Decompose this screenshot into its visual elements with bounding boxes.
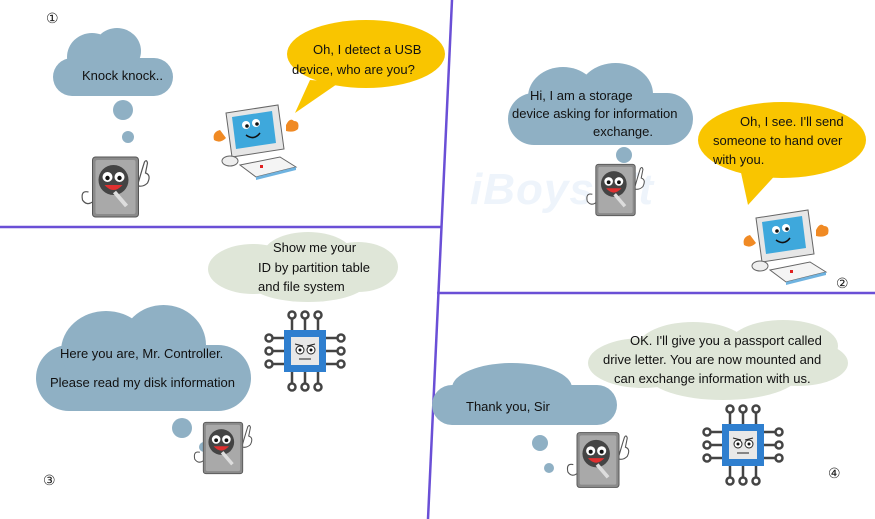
panel-number: ④ <box>828 465 841 481</box>
thought-bubble <box>122 131 134 143</box>
speech-text: someone to hand over <box>713 133 843 148</box>
controller-text: ID by partition table <box>258 260 371 275</box>
controller-thought-cloud <box>208 232 398 302</box>
thought-text: Knock knock.. <box>82 68 163 83</box>
panel-number: ① <box>46 10 59 26</box>
thought-cloud <box>508 63 693 148</box>
hard-drive-character <box>183 418 263 478</box>
thought-text: exchange. <box>593 124 653 139</box>
panel-number: ② <box>836 275 849 291</box>
thought-text: Thank you, Sir <box>466 399 550 414</box>
controller-text: drive letter. You are now mounted and <box>603 352 822 367</box>
controller-text: can exchange information with us. <box>614 371 811 386</box>
speech-text: Oh, I detect a USB <box>313 42 422 57</box>
thought-bubble <box>532 435 548 451</box>
thought-bubble <box>544 463 554 473</box>
thought-text: Here you are, Mr. Controller. <box>60 346 224 361</box>
controller-text: OK. I'll give you a passport called <box>630 333 822 348</box>
controller-text: and file system <box>258 279 345 294</box>
controller-text: Show me your <box>273 240 357 255</box>
controller-thought-cloud <box>588 320 848 400</box>
speech-text: device, who are you? <box>292 62 415 77</box>
thought-bubble <box>616 147 632 163</box>
thought-text: Hi, I am a storage <box>530 88 633 103</box>
thought-text: device asking for information <box>512 106 678 121</box>
thought-cloud <box>36 305 251 411</box>
speech-text: with you. <box>713 152 765 167</box>
panel-number: ③ <box>43 472 56 488</box>
controller-chip-character <box>262 308 348 394</box>
hard-drive-character <box>558 428 638 492</box>
thought-text: Please read my disk information <box>50 375 235 390</box>
thought-bubble <box>113 100 133 120</box>
speech-bubble <box>698 102 866 178</box>
thought-bubble <box>172 418 192 438</box>
vertical-divider <box>426 0 454 519</box>
thought-cloud <box>432 363 617 425</box>
speech-bubble <box>287 20 445 88</box>
controller-chip-character <box>700 402 786 488</box>
thought-cloud <box>53 28 173 98</box>
speech-text: Oh, I see. I'll send <box>740 114 844 129</box>
computer-character <box>740 200 835 285</box>
